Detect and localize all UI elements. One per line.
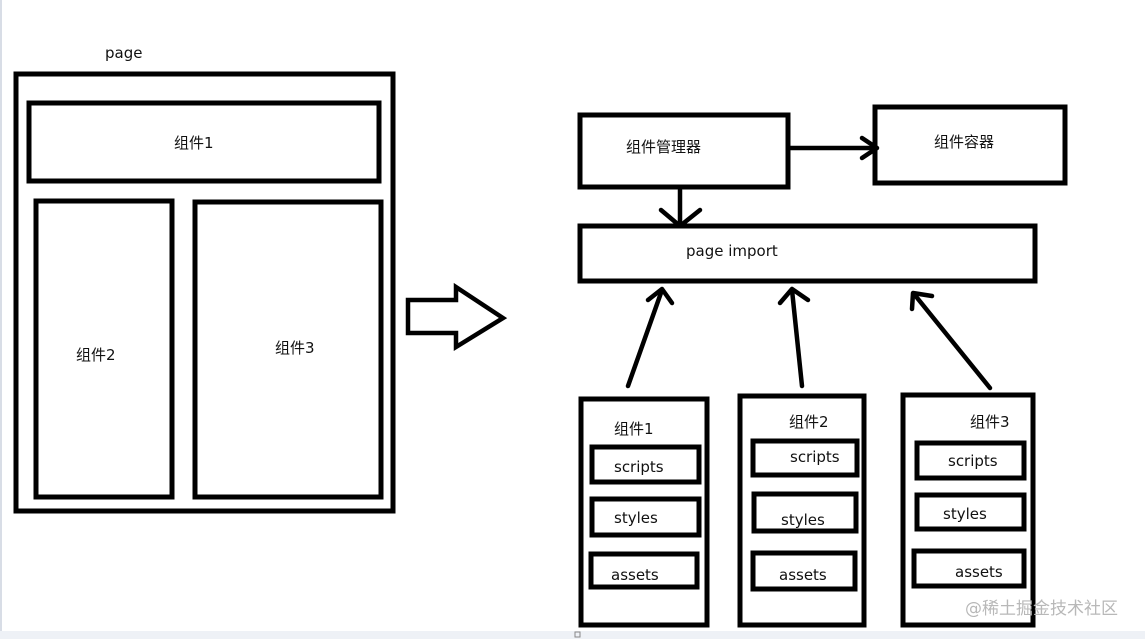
module-3-scripts-label: scripts bbox=[948, 452, 998, 470]
module-2-box bbox=[737, 393, 867, 628]
page-import-label: page import bbox=[686, 242, 778, 260]
module-3-assets-box bbox=[911, 548, 1027, 589]
module-3-styles-box bbox=[914, 492, 1027, 532]
module-3-title: 组件3 bbox=[970, 413, 1010, 431]
manager-to-container-arrowhead-icon bbox=[859, 135, 880, 161]
bottom-strip bbox=[0, 631, 1145, 639]
module-2-scripts-box bbox=[750, 438, 860, 478]
module-3-assets-label: assets bbox=[955, 563, 1003, 581]
module-2-styles-label: styles bbox=[781, 511, 825, 529]
module-3-box bbox=[900, 392, 1036, 628]
module-1-assets-label: assets bbox=[611, 566, 659, 584]
module-2-to-import-line bbox=[789, 287, 805, 389]
module-2-styles-box bbox=[751, 491, 859, 534]
transform-arrow-icon bbox=[405, 282, 508, 352]
page-component-3-label: 组件3 bbox=[275, 339, 315, 357]
module-2-assets-box bbox=[750, 550, 858, 592]
module-1-styles-box bbox=[589, 496, 702, 538]
page-import-box bbox=[577, 223, 1038, 284]
page-frame bbox=[13, 71, 396, 514]
module-3-scripts-box bbox=[914, 440, 1027, 481]
page-label: page bbox=[105, 44, 142, 62]
module-1-to-import-line bbox=[625, 287, 665, 389]
module-3-to-import-line bbox=[911, 291, 993, 391]
module-2-title: 组件2 bbox=[789, 413, 829, 431]
module-1-assets-box bbox=[588, 551, 700, 590]
module-2-assets-label: assets bbox=[779, 566, 827, 584]
page-component-1-box bbox=[26, 100, 382, 184]
module-1-title: 组件1 bbox=[614, 420, 654, 438]
bottom-marker bbox=[574, 631, 581, 638]
page-component-2-label: 组件2 bbox=[76, 346, 116, 364]
page-component-3-box bbox=[192, 199, 384, 500]
module-1-scripts-label: scripts bbox=[614, 458, 664, 476]
module-1-scripts-box bbox=[589, 444, 702, 485]
module-1-box bbox=[578, 396, 710, 628]
page-component-2-box bbox=[33, 198, 175, 500]
module-3-styles-label: styles bbox=[943, 505, 987, 523]
manager-box bbox=[577, 112, 791, 190]
container-label: 组件容器 bbox=[934, 133, 994, 151]
module-3-arrowhead-icon bbox=[909, 290, 935, 312]
watermark: @稀土掘金技术社区 bbox=[965, 599, 1118, 619]
module-2-arrowhead-icon bbox=[777, 286, 811, 306]
module-1-arrowhead-icon bbox=[645, 286, 675, 306]
manager-label: 组件管理器 bbox=[626, 138, 701, 156]
module-1-styles-label: styles bbox=[614, 509, 658, 527]
page-component-1-label: 组件1 bbox=[174, 134, 214, 152]
module-2-scripts-label: scripts bbox=[790, 448, 840, 466]
